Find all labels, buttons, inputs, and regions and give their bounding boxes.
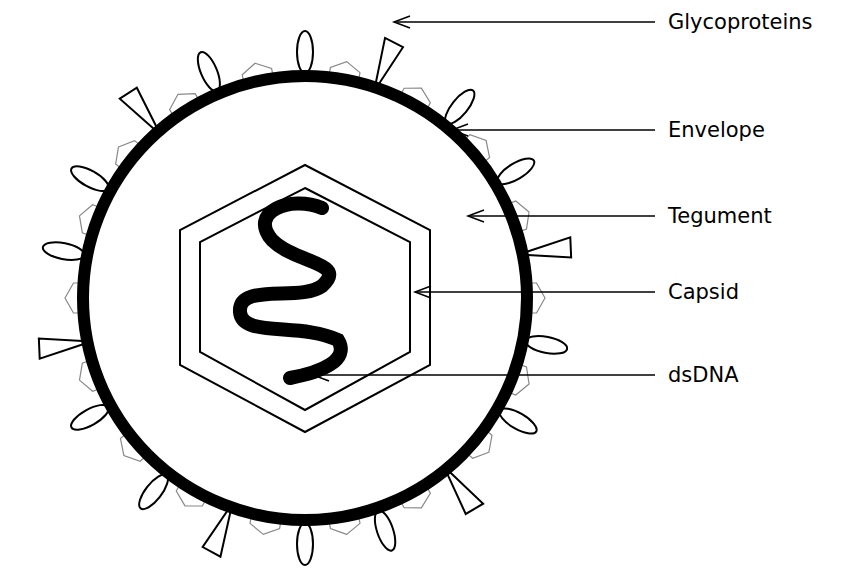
part-label: Glycoproteins [668,12,813,33]
glycoprotein-spikes [36,31,574,565]
dna-strand [240,204,341,378]
capsid-inner [200,188,410,410]
part-label: Capsid [668,282,739,303]
part-label: dsDNA [668,365,739,386]
part-label: Envelope [668,120,765,141]
capsid-outer [180,165,430,432]
part-label: Tegument [668,206,772,227]
envelope [83,76,527,520]
leader-lines [313,16,655,381]
